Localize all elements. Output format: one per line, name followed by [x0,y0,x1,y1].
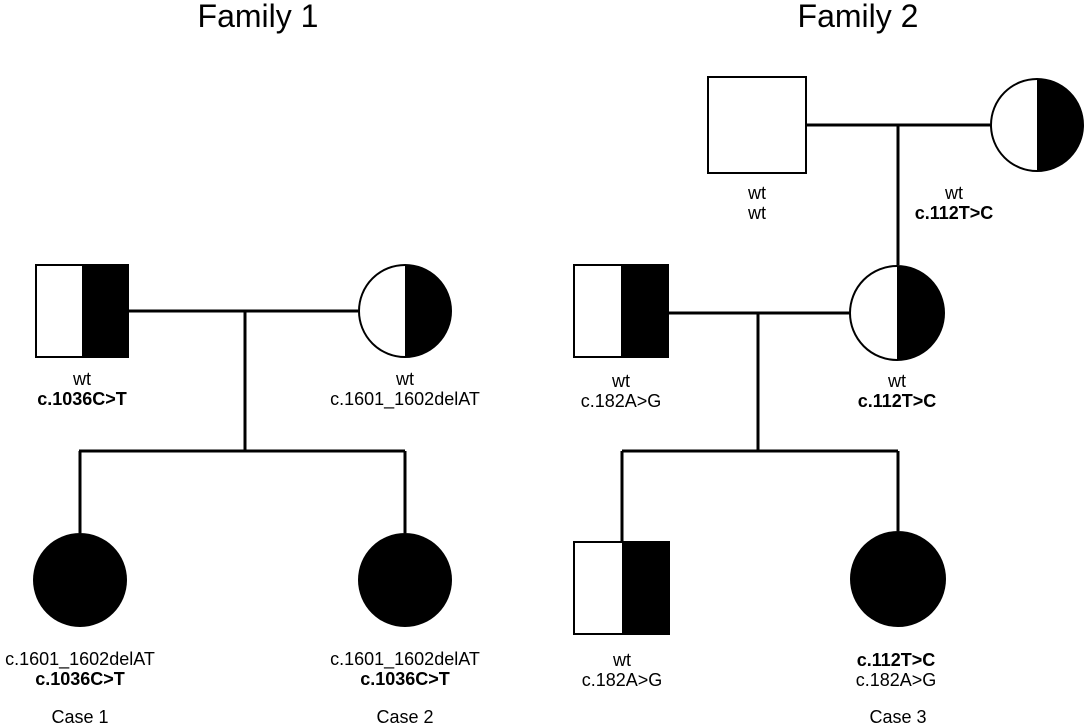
case3-symbol [850,531,946,627]
f2-grandmother-symbol [990,78,1084,172]
case3-caption: Case 3 [869,707,927,727]
family-2-title: Family 2 [797,0,919,34]
genotype-line1: wt [612,371,630,391]
f2-mother-label: wt c.112T>C [767,371,1027,411]
f2-grandfather-label: wt wt [627,183,887,223]
genotype-line2: wt [748,203,766,223]
genotype-line2: c.112T>C [857,391,937,411]
genotype-line1: c.112T>C [856,650,936,670]
case3-label: c.112T>C c.182A>G [766,650,1026,690]
genotype-line1: wt [396,369,414,389]
f2-mother-symbol [849,265,945,361]
genotype-line1: wt [945,183,963,203]
genotype-line1: c.1601_1602delAT [330,649,480,669]
genotype-line1: wt [613,650,631,670]
family-1-title: Family 1 [197,0,319,34]
f2-son-symbol [573,541,670,635]
genotype-line1: c.1601_1602delAT [5,649,155,669]
genotype-line2: c.182A>G [580,391,662,411]
f2-son-label: wt c.182A>G [492,650,752,690]
genotype-line2: c.182A>G [855,670,937,690]
f1-mother-label: wt c.1601_1602delAT [275,369,535,409]
case1-symbol [33,533,127,627]
f2-father-symbol [573,264,669,358]
genotype-line2: c.182A>G [581,670,663,690]
genotype-line1: wt [748,183,766,203]
case1-caption: Case 1 [51,707,109,727]
genotype-line2: c.1036C>T [360,669,450,689]
genotype-line2: c.1036C>T [35,669,125,689]
case2-caption: Case 2 [376,707,434,727]
f1-mother-symbol [358,264,452,358]
case1-label: c.1601_1602delAT c.1036C>T [0,649,210,689]
genotype-line1: wt [73,369,91,389]
genotype-line2: c.1601_1602delAT [330,389,480,409]
f1-father-label: wt c.1036C>T [0,369,212,409]
genotype-line1: wt [888,371,906,391]
genotype-line2: c.112T>C [914,203,994,223]
genotype-line2: c.1036C>T [37,389,127,409]
f1-father-symbol [35,264,129,358]
f2-father-label: wt c.182A>G [491,371,751,411]
case2-label: c.1601_1602delAT c.1036C>T [275,649,535,689]
f2-grandfather-symbol [707,76,807,174]
f2-grandmother-label: wt c.112T>C [824,183,1084,223]
case2-symbol [358,533,452,627]
relationship-lines [78,123,990,541]
